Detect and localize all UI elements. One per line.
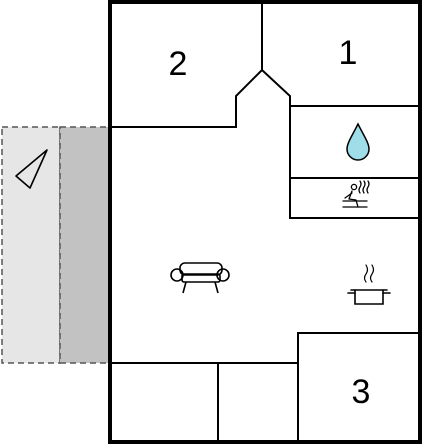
room-label-3: 3 xyxy=(352,373,371,411)
terrace-direction-icon xyxy=(15,149,48,189)
walls xyxy=(108,0,422,444)
wall-bedroom2-living xyxy=(110,68,291,128)
room-label-2: 2 xyxy=(169,45,188,83)
room-label-1: 1 xyxy=(339,34,358,72)
terrace-inner-area xyxy=(59,126,111,364)
sofa-icon xyxy=(170,262,230,294)
terrace-outer-area xyxy=(1,126,61,364)
water-drop-icon xyxy=(346,122,370,161)
wall-bath-sauna-block xyxy=(289,104,420,219)
outer-wall xyxy=(108,0,422,444)
sauna-person-icon xyxy=(342,180,370,208)
cooking-pot-icon xyxy=(347,264,391,305)
terrace xyxy=(1,126,111,364)
wall-bedroom3 xyxy=(297,332,420,442)
